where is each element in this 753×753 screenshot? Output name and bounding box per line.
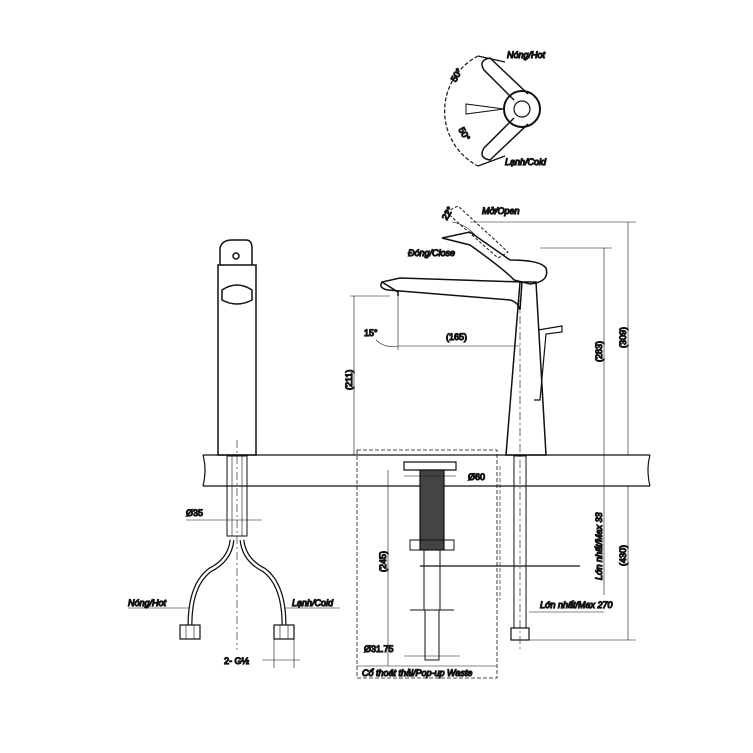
height-309-label: (309) — [618, 327, 628, 348]
d3175-label: Ø31.75 — [364, 644, 394, 654]
cold-side-label: Lạnh/Cold — [292, 598, 334, 608]
popup-waste — [356, 449, 498, 679]
popup-body — [419, 469, 445, 551]
spout — [380, 277, 523, 311]
popup-flange — [403, 461, 457, 471]
angle-open-label: 22° — [440, 205, 456, 222]
hot-hose — [187, 539, 235, 626]
popup-tail — [424, 609, 440, 661]
side-spout-outlet — [221, 284, 253, 305]
handle-rotation-arc — [444, 55, 479, 167]
hot-hose-inner — [188, 539, 234, 626]
cold-hose-inner — [240, 539, 286, 626]
open-label: Mở/Open — [482, 206, 519, 216]
cold-label-top: Lạnh/Cold — [505, 157, 547, 167]
max270-label: Lớn nhất/Max 270 — [540, 600, 613, 610]
handle-open — [445, 205, 509, 259]
d35-label: Ø35 — [186, 508, 203, 518]
popup-dashed-box — [356, 449, 498, 679]
spout-height-label: (211) — [344, 370, 354, 390]
waste-245-label: (245) — [378, 551, 388, 572]
popup-waste-label: Cổ thoát thải/Pop-up Waste — [362, 668, 472, 678]
hot-side-label: Nóng/Hot — [128, 598, 167, 608]
hot-hose-nut — [179, 624, 201, 640]
handle-top-view — [444, 55, 541, 167]
handle-lever-front — [465, 103, 505, 115]
side-body — [217, 264, 257, 456]
popup-lower — [423, 549, 441, 611]
height-283-label: (283) — [594, 341, 604, 362]
close-label: Đóng/Close — [408, 248, 455, 258]
handle-lever-cold — [481, 117, 529, 161]
body — [505, 281, 547, 456]
dimension-lines — [350, 221, 636, 666]
d60-label: Ø60 — [468, 472, 485, 482]
cold-arc-leader — [477, 155, 506, 167]
angle-spout-label: 15° — [364, 328, 378, 338]
faucet-side-view — [179, 239, 300, 668]
lift-rod — [534, 325, 563, 401]
cold-angle-label: 50° — [457, 126, 473, 143]
handle-closed — [441, 231, 548, 285]
thread-label: 2- G½ — [224, 656, 250, 666]
side-handle-screw — [232, 252, 240, 260]
spout-reach-label: (165) — [446, 332, 467, 342]
hot-angle-label: 50° — [449, 66, 465, 83]
popup-nut — [409, 539, 455, 551]
below-430-label: (430) — [618, 545, 628, 566]
hot-label-top: Nóng/Hot — [507, 50, 546, 60]
cold-hose-nut — [273, 624, 295, 640]
side-handle — [219, 239, 253, 265]
cold-hose — [239, 539, 287, 626]
handle-lever-hot — [481, 57, 529, 101]
handle-hub-inner — [513, 100, 531, 118]
max33-label: Lớn nhất/Max 33 — [594, 513, 604, 580]
faucet-front-view — [380, 205, 580, 650]
